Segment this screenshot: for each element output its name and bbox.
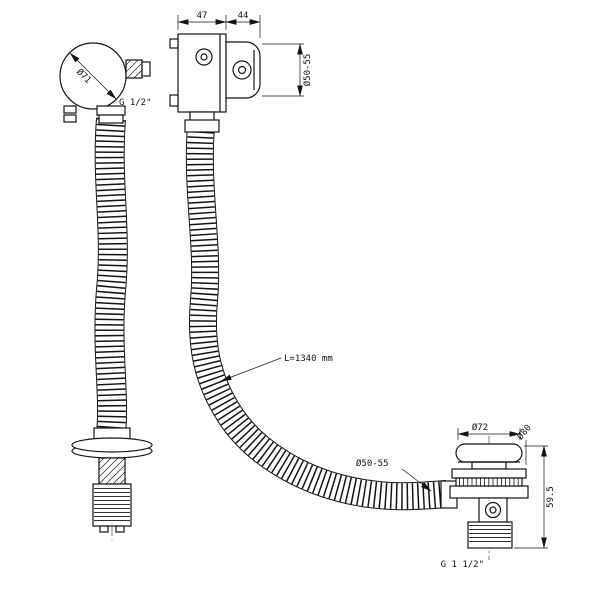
overflow-side-view: 47 44 Ø50-55 — [169, 11, 313, 133]
drain-body-band — [449, 485, 529, 499]
overflow-side-collar — [184, 119, 220, 133]
drain-front-nut — [93, 427, 131, 440]
drain-connection-leader — [401, 468, 432, 492]
dim-label-cap-diameter: Ø72 — [472, 422, 488, 433]
dim-label-drain-thread: G 1 1/2" — [441, 560, 484, 570]
drain-front-notch-left — [99, 525, 109, 533]
drain-front-thread — [92, 483, 132, 527]
overflow-side-tab-upper — [169, 38, 179, 49]
drain-front-flange — [71, 437, 153, 453]
dim-label-overflow-thread: G 1/2" — [119, 98, 152, 108]
drain-linkage-housing — [478, 497, 508, 523]
drain-front-view — [71, 427, 153, 533]
flex-hose-right — [185, 124, 449, 511]
drain-front-notch-right — [115, 525, 125, 533]
overflow-port-nut — [141, 61, 151, 77]
overflow-tab-lower — [63, 114, 77, 123]
overflow-cap-boss — [232, 60, 252, 80]
overflow-port-hatch — [125, 59, 143, 79]
drain-linkage-port — [484, 501, 502, 519]
dim-label-body-width: 47 — [197, 11, 208, 21]
drain-cap — [455, 443, 523, 463]
overflow-outlet-nut — [98, 114, 124, 124]
dim-label-overflow-connection: Ø50-55 — [302, 54, 313, 87]
overflow-side-body — [177, 33, 227, 113]
dim-label-cap-width: 44 — [238, 11, 249, 21]
drain-neck — [471, 461, 507, 470]
hose-length-leader — [220, 357, 282, 382]
dim-label-hose-length: L=1340 mm — [284, 354, 333, 364]
overflow-tab-upper — [63, 105, 77, 114]
dim-label-drain-connection: Ø50-55 — [356, 458, 389, 469]
overflow-side-tab-lower — [169, 94, 179, 107]
flex-hose-left — [94, 117, 128, 435]
overflow-cap — [225, 41, 261, 99]
overflow-mount-hole — [195, 48, 213, 66]
drain-side-thread — [467, 521, 513, 549]
hose-length-callout: L=1340 mm — [220, 354, 333, 382]
drain-side-view: Ø72 Ø80 59.5 G 1 1/2" Ø50-55 — [356, 422, 556, 570]
dim-label-drain-height: 59.5 — [546, 486, 556, 508]
drain-flange — [451, 468, 527, 479]
overflow-diameter-line — [69, 52, 117, 100]
dim-label-flange-diameter: Ø80 — [515, 422, 534, 442]
overflow-front-view: Ø71 G 1/2" — [59, 42, 152, 124]
drain-seal-hatch — [98, 457, 126, 485]
